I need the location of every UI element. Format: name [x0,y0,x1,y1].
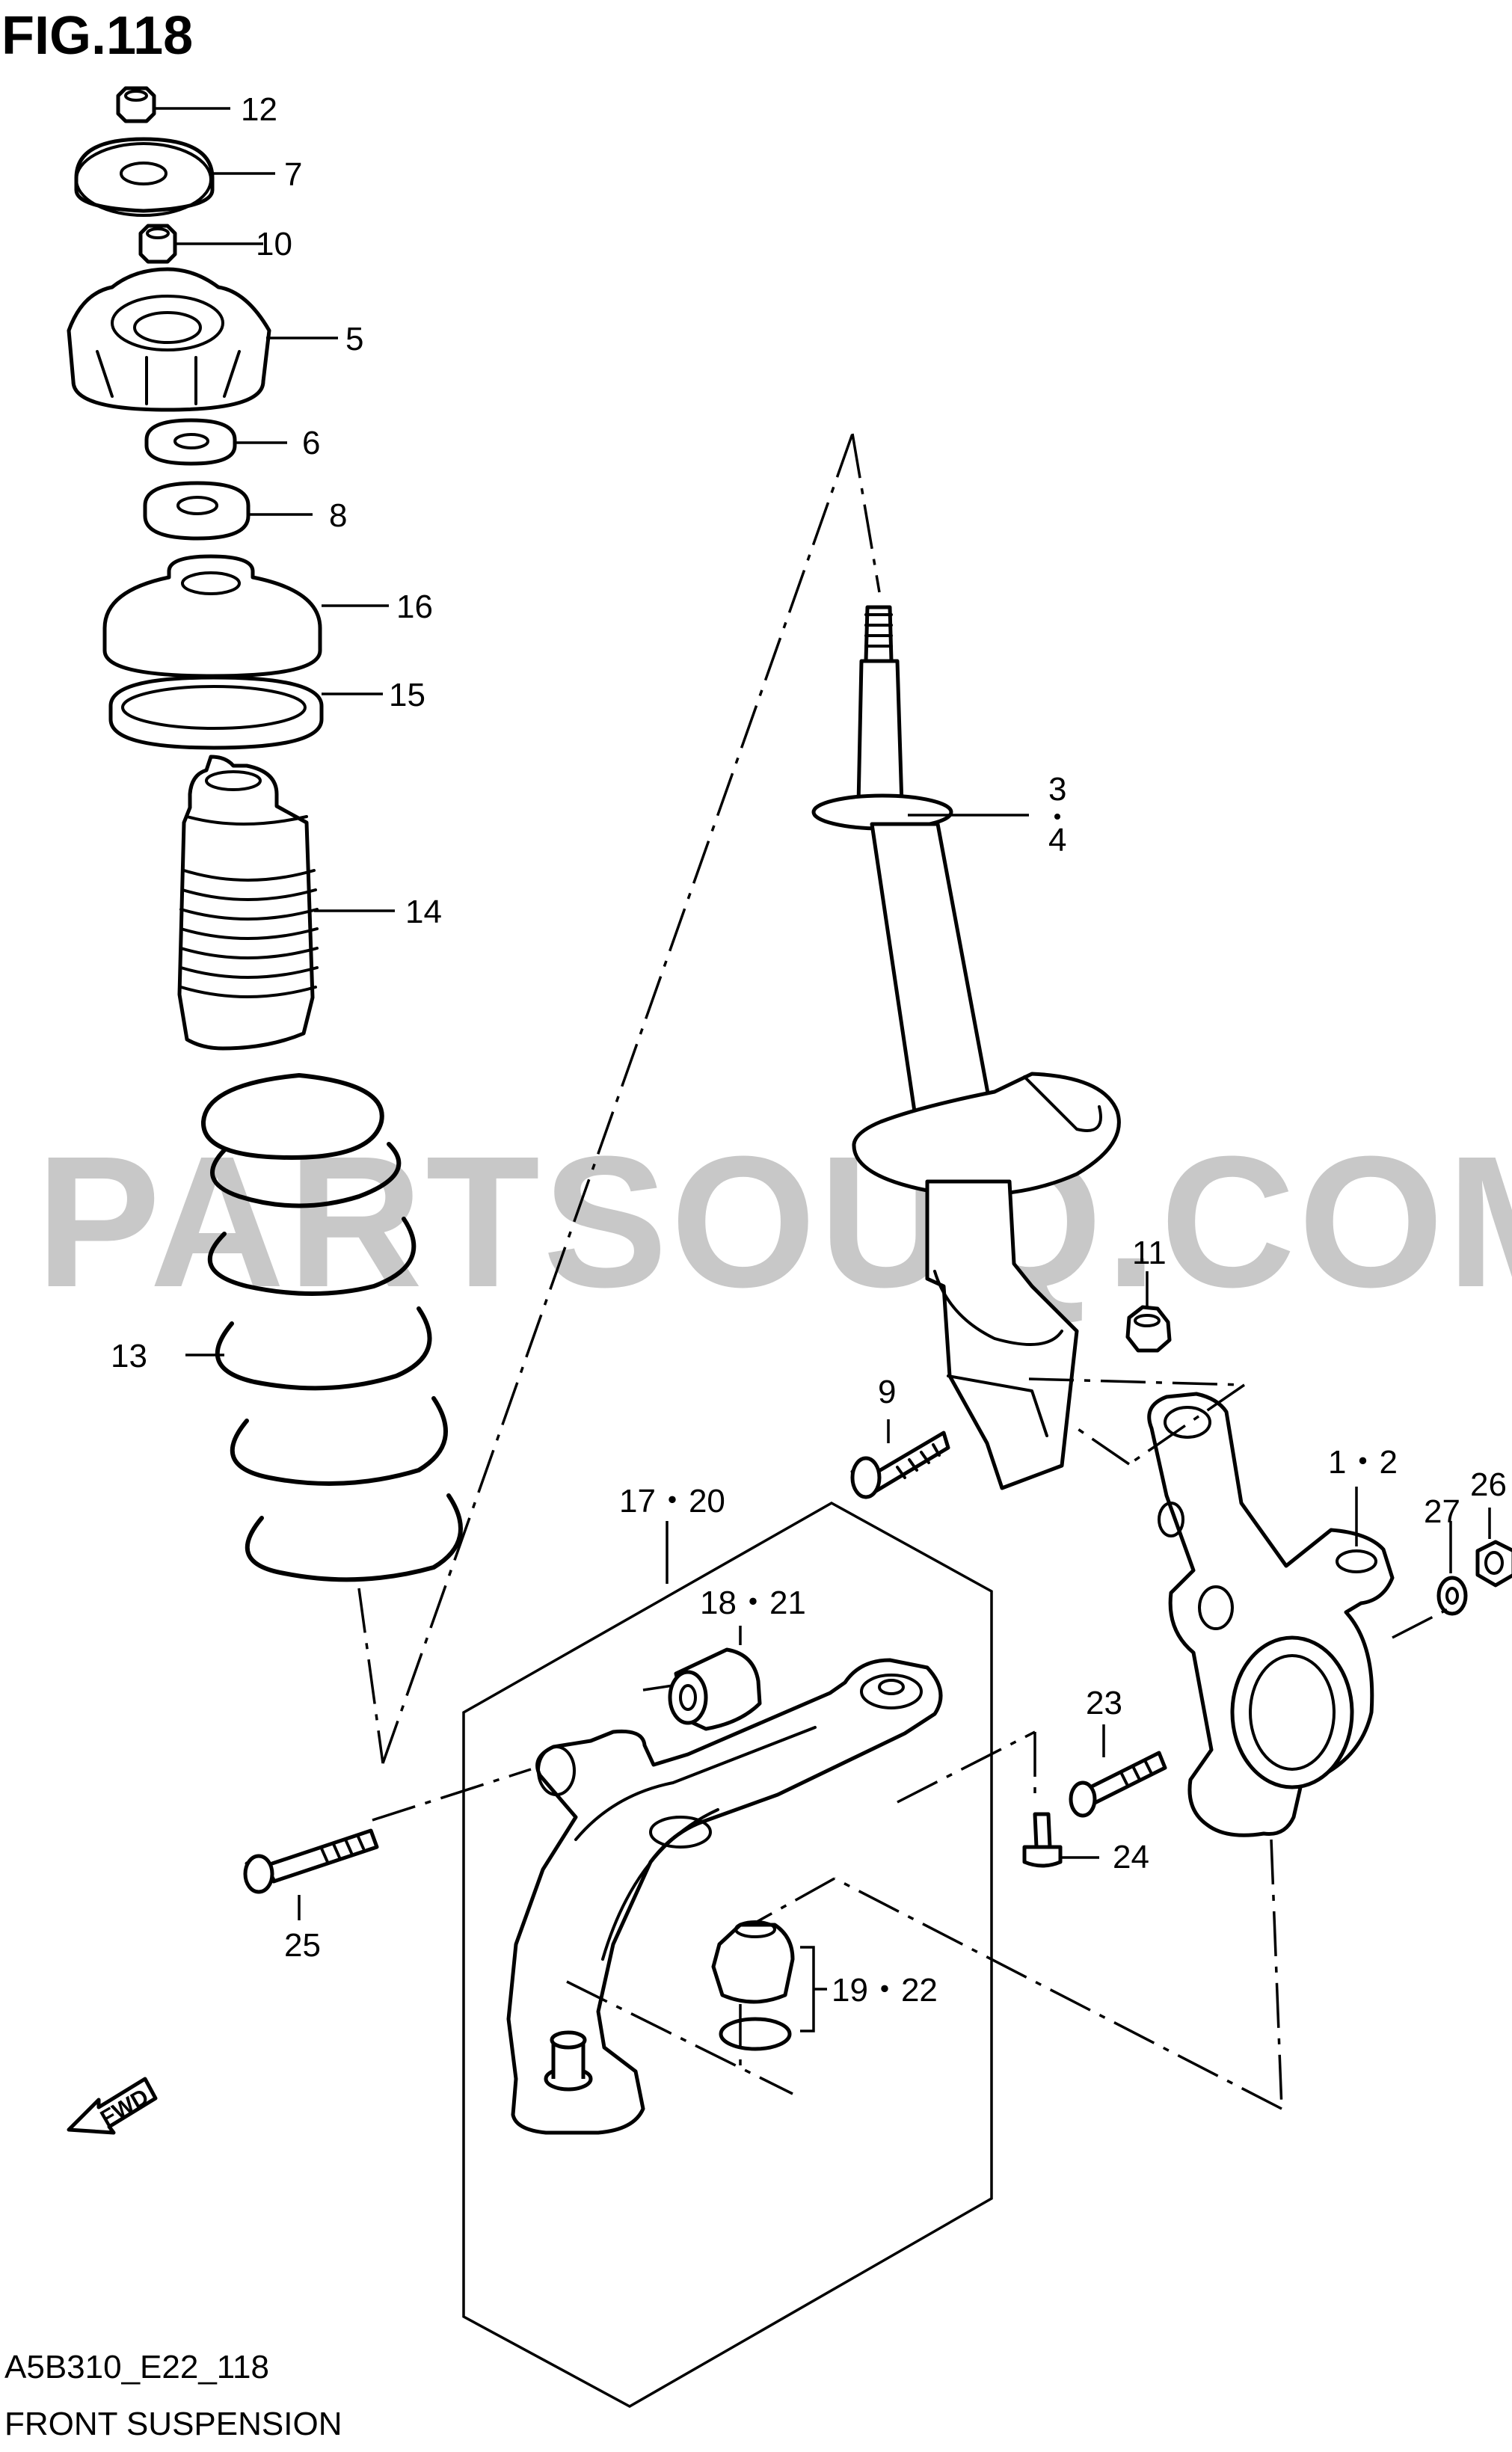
callout-7: 7 [284,156,302,193]
callout-3: 3 [1048,771,1066,808]
part-19-22-boot-ring [711,1920,795,2051]
part-18-21-bushing [668,1647,762,1731]
part-13-coil-spring [200,1073,463,1582]
part-17-20-lower-arm [506,1658,943,2135]
part-3-4-strut [811,605,1121,1490]
callout-12: 12 [241,91,277,128]
callout-14: 14 [405,894,442,930]
part-14-bump-boot [177,755,319,1051]
part-10-nut [138,224,177,264]
callout-15: 15 [389,677,425,713]
callout-25: 25 [284,1927,321,1964]
callout-11: 11 [1132,1235,1167,1271]
part-8-bearing [143,481,251,541]
callout-19-22: 19・22 [832,1972,938,2009]
leader-lines [156,107,1491,2032]
part-23-bolt [1069,1751,1167,1818]
assembly-lines [357,433,1451,2110]
part-26-nut [1475,1540,1512,1588]
callout-8: 8 [329,497,347,534]
part-16-spring-seat [102,554,322,678]
callout-10: 10 [256,226,292,262]
watermark: PARTSOUQ.COM [36,1117,1512,1326]
callout-17-20: 17・20 [619,1483,725,1520]
callout-16: 16 [396,589,433,625]
callout-23: 23 [1086,1685,1122,1721]
callout-1-2: 1・2 [1328,1444,1398,1481]
callout-9: 9 [878,1374,896,1410]
part-27-washer [1436,1576,1468,1616]
callout-26: 26 [1470,1466,1507,1503]
part-6-washer [144,418,237,466]
callout-5: 5 [345,321,363,357]
callout-dot [1054,814,1060,820]
callout-27: 27 [1424,1493,1460,1530]
callout-6: 6 [302,425,320,461]
figure-caption: FRONT SUSPENSION [4,2406,342,2442]
callout-13: 13 [111,1338,147,1374]
callout-labels: 12 7 10 5 6 8 16 15 14 13 3 4 11 9 1・2 2… [111,91,1507,2009]
part-12-nut [116,86,156,123]
arm-group-box [462,1501,993,2409]
callout-18-21: 18・21 [700,1585,806,1621]
part-24-bolt [1022,1812,1063,1868]
part-1-2-knuckle [1147,1392,1395,1837]
figure-code: A5B310_E22_118 [4,2349,269,2385]
part-15-insulator [108,675,324,750]
fwd-arrow-icon: FWD [67,2077,158,2135]
part-25-bolt [243,1828,379,1894]
part-7-plate [74,137,215,217]
callout-24: 24 [1113,1839,1149,1875]
part-11-nut [1125,1305,1172,1353]
part-5-strut-mount [67,267,271,412]
part-9-bolt [850,1431,950,1499]
figure-title: FIG.118 [1,6,193,66]
callout-4: 4 [1048,822,1066,858]
